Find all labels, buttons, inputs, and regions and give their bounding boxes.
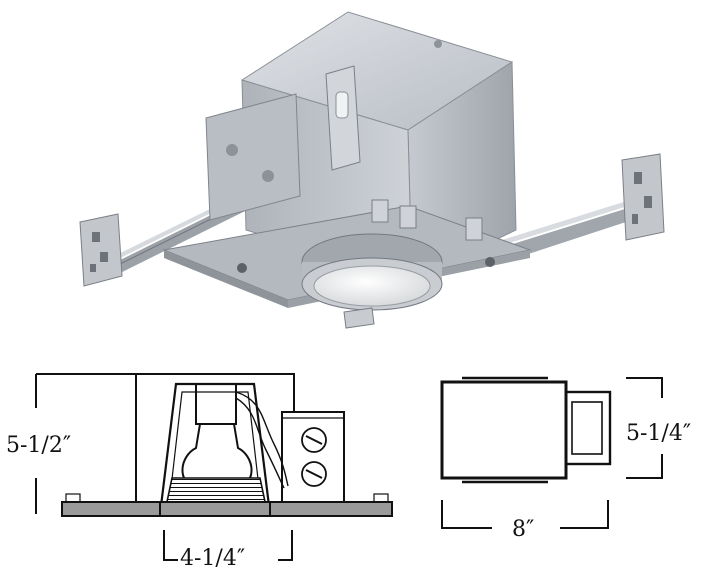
recessed-housing-photo: [79, 11, 665, 329]
left-mounting-bracket: [79, 213, 123, 287]
top-view-drawing: [440, 376, 663, 529]
aperture-dimension-label: 4-1/4″: [180, 546, 245, 570]
depth-dim-top: [626, 377, 663, 398]
depth-dimension-label: 5-1/4″: [626, 421, 691, 446]
aperture-dim-right: [278, 530, 293, 561]
lamp-socket: [195, 383, 237, 425]
right-hanger-bar: [500, 200, 632, 262]
aperture-ring: [301, 233, 443, 311]
height-dimension-label: 5-1/2″: [6, 433, 71, 458]
aperture-dim-left: [163, 530, 178, 561]
mounting-flange: [61, 501, 393, 517]
right-mounting-bracket: [621, 153, 665, 241]
width-dimension-label: 8″: [512, 517, 534, 542]
width-dim-right: [560, 500, 609, 529]
depth-dim-bottom: [626, 454, 663, 479]
side-view-housing-body: [136, 373, 295, 412]
junction-box: [281, 411, 345, 503]
bottom-tab: [343, 307, 375, 329]
side-view-drawing: [35, 373, 389, 561]
top-view-housing: [440, 380, 568, 480]
width-dim-left: [441, 500, 492, 529]
top-view-junction-box: [564, 390, 612, 466]
